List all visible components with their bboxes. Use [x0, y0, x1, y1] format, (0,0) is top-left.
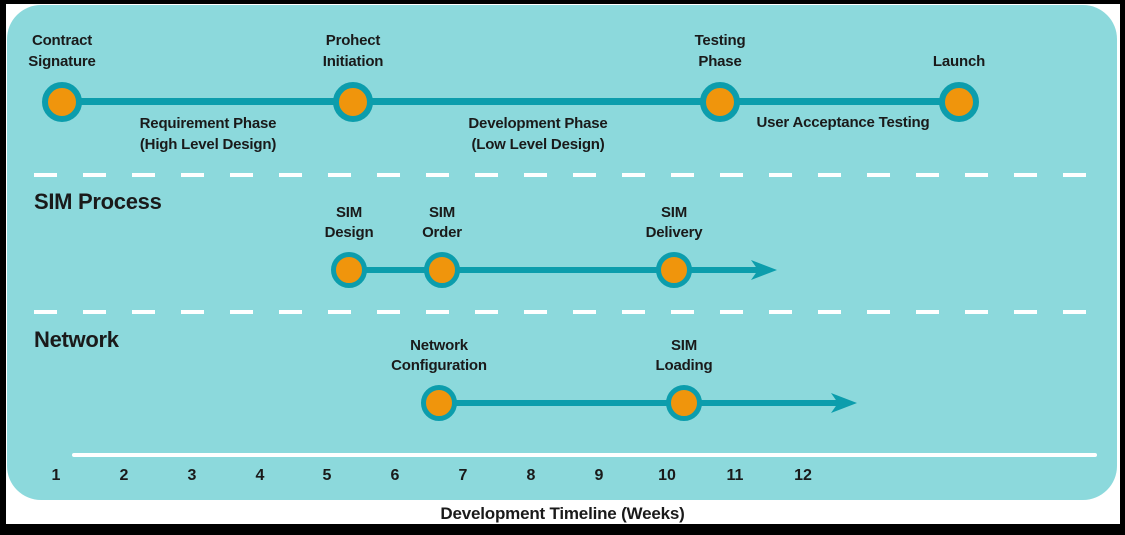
frame-border-left	[0, 0, 6, 535]
milestone-node-contract-signature	[42, 82, 82, 122]
week-tick-3: 3	[187, 467, 197, 484]
week-tick-9: 9	[594, 467, 604, 484]
phase-label-development: Development Phase (Low Level Design)	[468, 115, 608, 153]
week-tick-5: 5	[322, 467, 332, 484]
sim-process-line	[349, 267, 759, 273]
milestone-label-sim-delivery: SIM Delivery	[645, 204, 703, 241]
week-tick-12: 12	[794, 467, 812, 484]
milestone-node-sim-design	[331, 252, 367, 288]
milestone-label-launch: Launch	[932, 53, 986, 70]
frame-border-right	[1120, 0, 1125, 535]
milestone-label-sim-order: SIM Order	[422, 204, 462, 241]
week-tick-8: 8	[526, 467, 536, 484]
frame-border-top	[0, 0, 1125, 4]
milestone-label-contract-signature: Contract Signature	[28, 32, 96, 70]
lane-divider-2	[34, 310, 1106, 314]
milestone-node-network-configuration	[421, 385, 457, 421]
week-tick-2: 2	[119, 467, 129, 484]
frame-border-bottom	[0, 524, 1125, 535]
milestone-node-launch	[939, 82, 979, 122]
milestone-label-prohect-initiation: Prohect Initiation	[322, 32, 384, 70]
week-axis-line	[72, 453, 1097, 457]
milestone-label-testing-phase: Testing Phase	[694, 32, 746, 70]
lane-title-network: Network	[34, 327, 119, 352]
lane-divider-1	[34, 173, 1106, 177]
milestone-node-prohect-initiation	[333, 82, 373, 122]
axis-title: Development Timeline (Weeks)	[440, 504, 685, 523]
phase-label-user-acceptance-testing: User Acceptance Testing	[756, 114, 930, 131]
week-tick-6: 6	[390, 467, 400, 484]
week-tick-1: 1	[51, 467, 61, 484]
lane-title-sim-process: SIM Process	[34, 189, 162, 214]
chart-panel: Contract Signature Prohect Initiation Te…	[7, 5, 1117, 500]
milestone-label-sim-design: SIM Design	[324, 204, 374, 241]
milestone-node-sim-order	[424, 252, 460, 288]
milestone-node-testing-phase	[700, 82, 740, 122]
week-tick-7: 7	[458, 467, 468, 484]
main-timeline-line	[62, 98, 959, 105]
network-arrowhead-icon	[831, 393, 857, 413]
week-tick-4: 4	[255, 467, 265, 484]
network-line	[439, 400, 839, 406]
week-tick-10: 10	[658, 467, 676, 484]
milestone-node-sim-loading	[666, 385, 702, 421]
milestone-label-network-configuration: Network Configuration	[391, 337, 487, 374]
sim-process-arrowhead-icon	[751, 260, 777, 280]
milestone-node-sim-delivery	[656, 252, 692, 288]
phase-label-requirement: Requirement Phase (High Level Design)	[139, 115, 277, 153]
milestone-label-sim-loading: SIM Loading	[655, 337, 713, 374]
week-tick-11: 11	[726, 467, 744, 484]
